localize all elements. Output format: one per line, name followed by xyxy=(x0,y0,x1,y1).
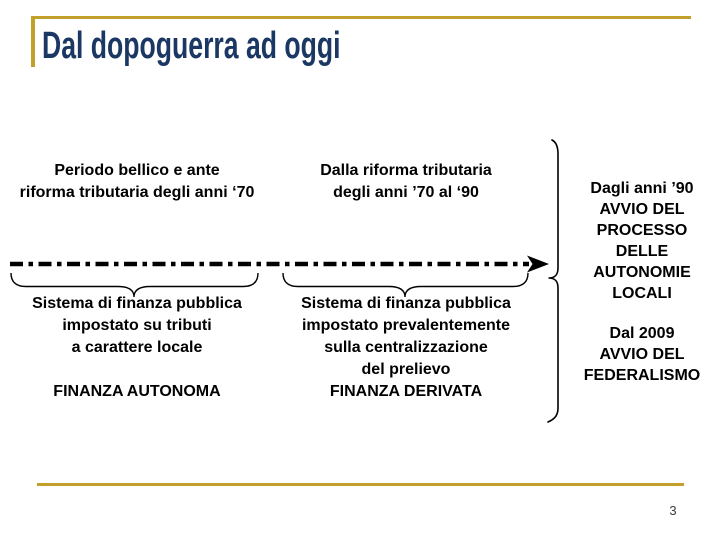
timeline-graphic xyxy=(10,255,549,298)
period-1-header: Periodo bellico e ante riforma tributari… xyxy=(19,162,255,201)
title-top-rule xyxy=(31,16,691,19)
timeline-arrowhead-icon xyxy=(527,255,549,273)
footer-rule xyxy=(37,483,684,486)
period-1-label: FINANZA AUTONOMA xyxy=(53,383,221,400)
brace-under-period-1-icon xyxy=(10,272,259,298)
outcome-federalismo-text: Dal 2009 AVVIO DEL FEDERALISMO xyxy=(583,325,701,384)
period-2-header: Dalla riforma tributaria degli anni ’70 … xyxy=(320,162,492,201)
title-left-bar xyxy=(31,16,35,67)
period-1-body: Sistema di finanza pubblica impostato su… xyxy=(32,295,242,356)
page-number: 3 xyxy=(669,503,677,518)
slide-title: Dal dopoguerra ad oggi xyxy=(42,25,341,67)
outcome-autonomie-text: Dagli anni ’90 AVVIO DEL PROCESSO DELLE … xyxy=(590,180,694,302)
period-2-body: Sistema di finanza pubblica impostato pr… xyxy=(301,295,511,378)
right-group-brace-icon xyxy=(547,139,559,423)
period-2-label: FINANZA DERIVATA xyxy=(329,383,483,400)
brace-under-period-2-icon xyxy=(282,272,529,298)
